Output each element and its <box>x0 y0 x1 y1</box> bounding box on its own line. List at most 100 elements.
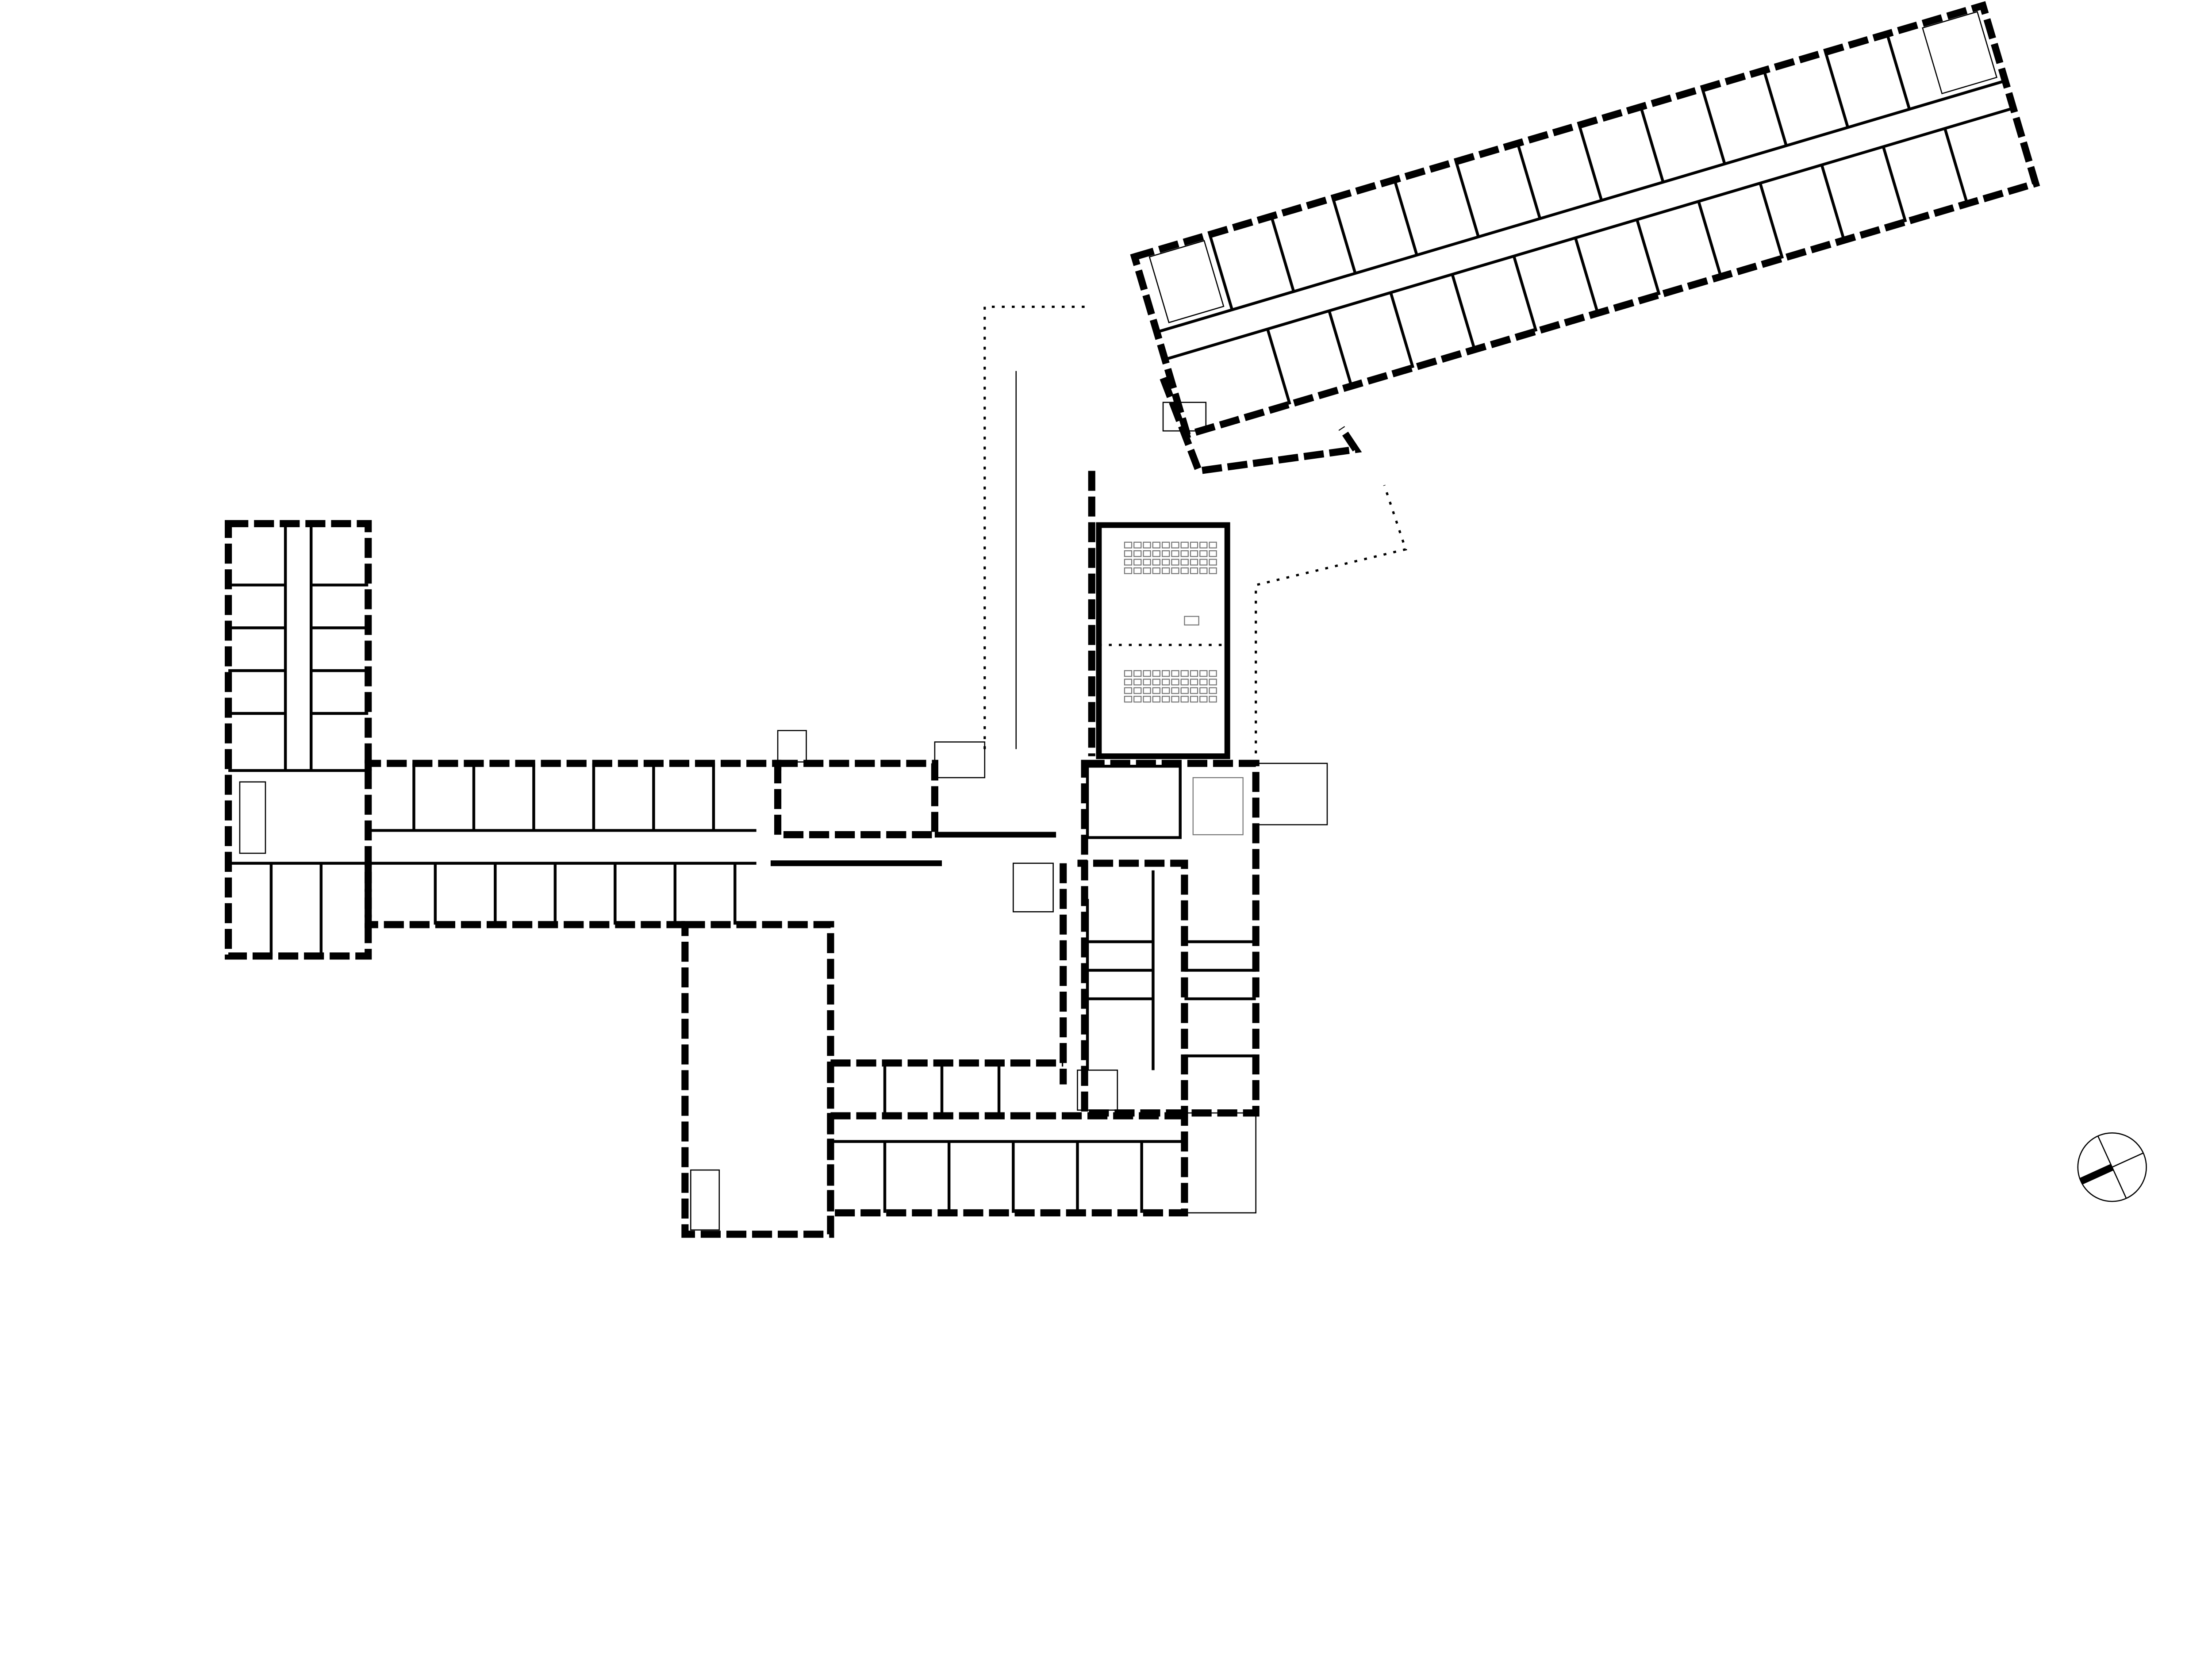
seat <box>1143 550 1151 557</box>
seat <box>1171 687 1179 694</box>
seat <box>1209 541 1217 548</box>
seat <box>1161 567 1170 574</box>
seat <box>1171 670 1179 677</box>
stair-outline <box>690 1169 720 1231</box>
central-wing <box>365 730 1056 928</box>
courtyard-rooms <box>883 1063 1143 1213</box>
seat <box>1152 696 1161 703</box>
seat <box>1152 567 1161 574</box>
partition <box>1820 164 1846 241</box>
atrium <box>983 305 1407 763</box>
seat <box>1161 559 1170 566</box>
corridor-wall <box>1156 79 2006 334</box>
seat <box>1190 559 1198 566</box>
partition <box>1763 70 1788 146</box>
entrance-steps <box>777 730 807 763</box>
seat <box>1124 687 1133 694</box>
seat <box>1171 550 1179 557</box>
corridor-wall <box>1164 107 2014 361</box>
seat <box>1171 541 1179 548</box>
lift <box>1162 402 1207 432</box>
seat <box>1143 679 1151 686</box>
partition <box>1636 219 1661 295</box>
lectern <box>1184 616 1199 626</box>
partition <box>1451 274 1476 350</box>
seat <box>1199 550 1208 557</box>
seat <box>1199 687 1208 694</box>
partition <box>1512 256 1538 332</box>
partition <box>1886 33 1911 110</box>
seat <box>1161 679 1170 686</box>
seat <box>1152 679 1161 686</box>
partition <box>1393 179 1418 256</box>
seat <box>1133 687 1142 694</box>
seat <box>1190 670 1198 677</box>
partition <box>1759 183 1784 259</box>
partition <box>1331 197 1357 274</box>
partition <box>1574 237 1599 314</box>
seat <box>1133 696 1142 703</box>
stair-outline <box>1922 11 1998 95</box>
seat <box>1124 541 1133 548</box>
seat <box>1152 670 1161 677</box>
seat <box>1190 567 1198 574</box>
lift <box>1013 863 1054 913</box>
seat <box>1143 696 1151 703</box>
seat <box>1190 550 1198 557</box>
vestibule <box>934 741 986 778</box>
seat <box>1199 567 1208 574</box>
courtyard-block <box>827 859 1256 1216</box>
middle-block <box>774 759 938 839</box>
partition <box>1389 292 1415 368</box>
seat <box>1161 550 1170 557</box>
atrium-east-facade <box>1255 484 1407 763</box>
partition <box>1701 88 1726 165</box>
seat <box>1209 559 1217 566</box>
seat <box>1143 687 1151 694</box>
compass-icon <box>2077 1132 2147 1202</box>
angled-wing-rooms <box>1208 33 1969 405</box>
seat <box>1199 696 1208 703</box>
seat <box>1161 541 1170 548</box>
seat <box>1133 550 1142 557</box>
seat <box>1199 541 1208 548</box>
west-rooms <box>228 583 369 956</box>
partition <box>1455 161 1480 238</box>
seat <box>1124 670 1133 677</box>
seat <box>1161 696 1170 703</box>
floor-plan <box>225 1 2147 1238</box>
seat <box>1171 567 1179 574</box>
seat <box>1199 679 1208 686</box>
seat <box>1143 567 1151 574</box>
seat <box>1133 679 1142 686</box>
seat <box>1209 670 1217 677</box>
seat <box>1161 670 1170 677</box>
partition <box>1639 106 1665 183</box>
seat <box>1180 541 1189 548</box>
seat <box>1180 696 1189 703</box>
terrace <box>1256 763 1328 825</box>
partition <box>1270 216 1295 292</box>
angled-wing <box>1130 1 2040 439</box>
seat <box>1133 670 1142 677</box>
annex <box>1184 1112 1256 1214</box>
west-wing <box>225 520 372 960</box>
seat <box>1143 541 1151 548</box>
seat <box>1180 670 1189 677</box>
west-wing-outline <box>225 520 372 960</box>
seat <box>1133 541 1142 548</box>
partition <box>1824 52 1849 128</box>
stair-outline <box>239 781 266 854</box>
core <box>1086 765 1182 839</box>
lecture-halls <box>1096 522 1230 759</box>
partition <box>1516 143 1542 219</box>
seat <box>1152 559 1161 566</box>
seat <box>1199 670 1208 677</box>
meeting-table <box>1192 777 1244 836</box>
partition <box>1578 124 1603 201</box>
seat <box>1124 559 1133 566</box>
seat <box>1209 696 1217 703</box>
seat <box>1180 567 1189 574</box>
partition <box>1208 234 1234 311</box>
seat <box>1152 541 1161 548</box>
